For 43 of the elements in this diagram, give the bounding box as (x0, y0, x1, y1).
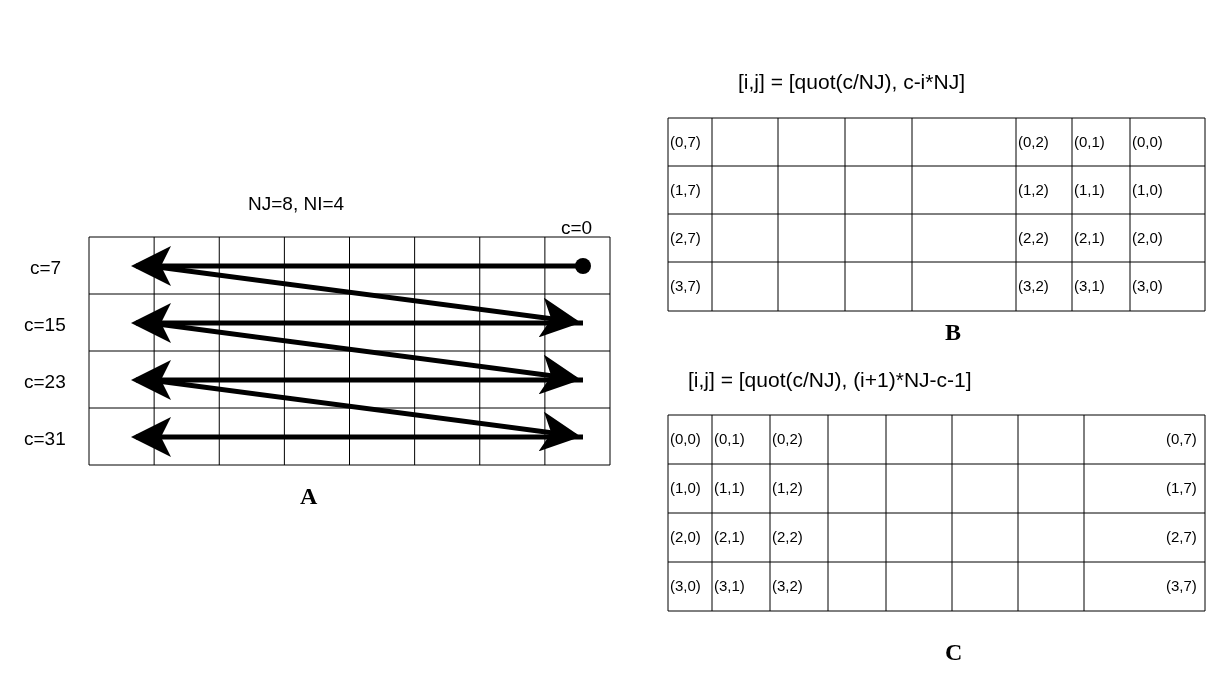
coordinate-label: (3,7) (670, 278, 701, 293)
coordinate-label: (1,0) (1132, 182, 1163, 197)
counter-label: c=23 (24, 372, 66, 391)
coordinate-label: (3,2) (1018, 278, 1049, 293)
coordinate-label: (2,0) (670, 529, 701, 544)
coordinate-label: (2,1) (714, 529, 745, 544)
coordinate-label: (0,2) (1018, 134, 1049, 149)
coordinate-label: (0,2) (772, 431, 803, 446)
counter-label: c=31 (24, 429, 66, 448)
coordinate-label: (2,1) (1074, 230, 1105, 245)
coordinate-label: (0,0) (1132, 134, 1163, 149)
panel-letter: A (300, 484, 318, 508)
formula-text: [i,j] = [quot(c/NJ), c-i*NJ] (738, 71, 965, 92)
panel-letter: C (945, 640, 963, 664)
coordinate-label: (2,0) (1132, 230, 1163, 245)
counter-label: c=7 (30, 258, 62, 277)
coordinate-label: (1,0) (670, 480, 701, 495)
coordinate-label: (2,2) (772, 529, 803, 544)
coordinate-label: (1,1) (714, 480, 745, 495)
coordinate-label: (0,7) (1166, 431, 1197, 446)
coordinate-label: (1,2) (1018, 182, 1049, 197)
coordinate-label: (3,0) (670, 578, 701, 593)
coordinate-label: (1,7) (1166, 480, 1197, 495)
coordinate-label: (0,1) (714, 431, 745, 446)
coordinate-label: (0,7) (670, 134, 701, 149)
grid-size-label: NJ=8, NI=4 (248, 194, 345, 213)
counter-label: c=15 (24, 315, 66, 334)
coordinate-label: (3,2) (772, 578, 803, 593)
coordinate-label: (1,1) (1074, 182, 1105, 197)
coordinate-label: (3,0) (1132, 278, 1163, 293)
coordinate-label: (1,2) (772, 480, 803, 495)
coordinate-label: (2,7) (670, 230, 701, 245)
coordinate-label: (2,7) (1166, 529, 1197, 544)
coordinate-label: (0,0) (670, 431, 701, 446)
panel-letter: B (945, 320, 961, 344)
coordinate-label: (1,7) (670, 182, 701, 197)
coordinate-label: (2,2) (1018, 230, 1049, 245)
coordinate-label: (3,1) (1074, 278, 1105, 293)
counter-label: c=0 (561, 218, 593, 237)
coordinate-label: (0,1) (1074, 134, 1105, 149)
formula-text: [i,j] = [quot(c/NJ), (i+1)*NJ-c-1] (688, 369, 972, 390)
coordinate-label: (3,1) (714, 578, 745, 593)
coordinate-label: (3,7) (1166, 578, 1197, 593)
